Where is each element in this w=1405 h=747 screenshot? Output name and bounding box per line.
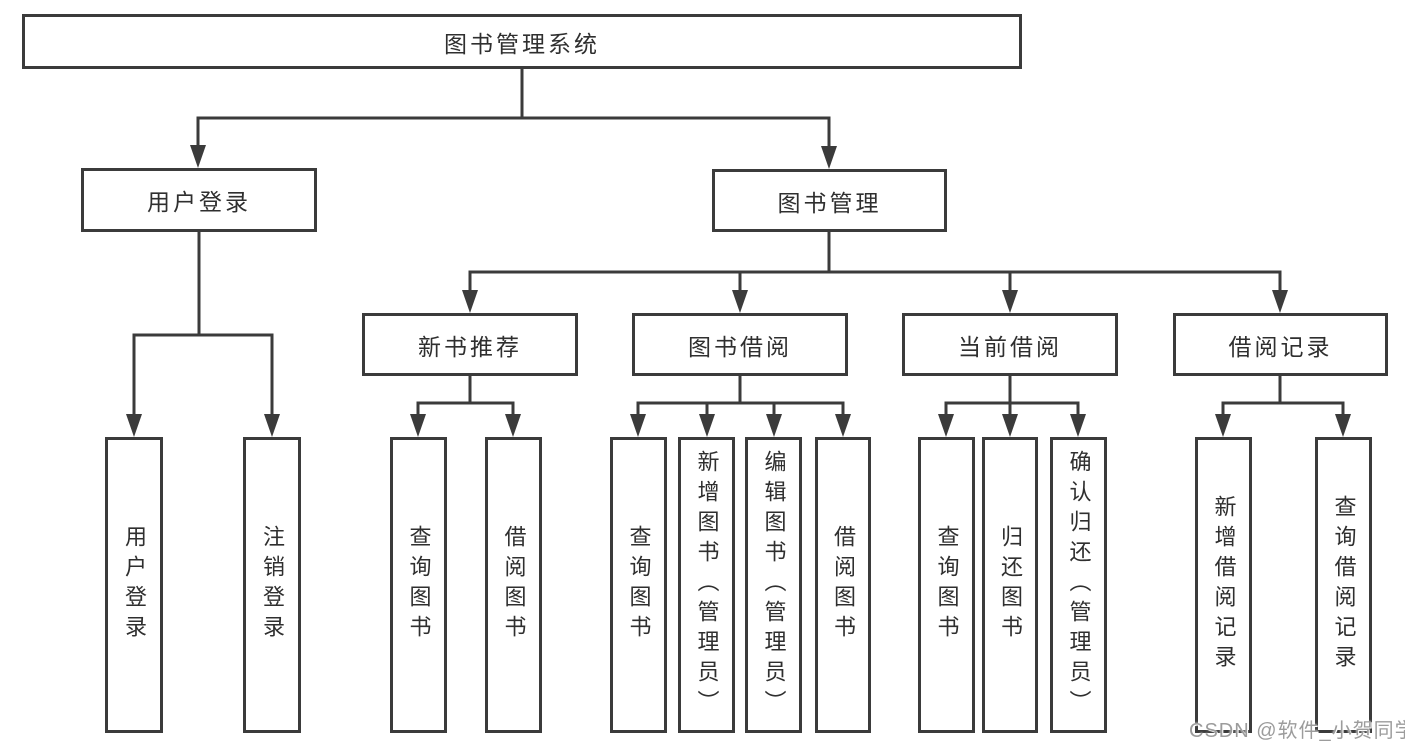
leaf-confirm-return-admin: 确认归还（管理员） <box>1050 437 1107 733</box>
leaf-add-book-admin: 新增图书（管理员） <box>678 437 735 733</box>
node-label: 当前借阅 <box>958 333 1062 360</box>
node-label: 编辑图书（管理员） <box>761 450 787 720</box>
node-label: 用户登录 <box>147 189 251 215</box>
node-label: 查询图书 <box>626 525 652 645</box>
node-label: 借阅图书 <box>831 525 856 645</box>
node-label: 图书管理 <box>777 189 882 216</box>
node-new-book-recommend: 新书推荐 <box>362 313 578 376</box>
leaf-query-books-borrowing: 查询图书 <box>610 437 667 733</box>
leaf-logout: 注销登录 <box>243 437 301 733</box>
node-current-borrowing: 当前借阅 <box>902 313 1118 376</box>
node-label: 借阅图书 <box>501 525 527 645</box>
node-borrowing-records: 借阅记录 <box>1173 313 1388 376</box>
leaf-borrow-books-borrowing: 借阅图书 <box>815 437 871 733</box>
node-label: 查询图书 <box>934 525 960 645</box>
leaf-query-books-recommend: 查询图书 <box>390 437 447 733</box>
node-book-management: 图书管理 <box>712 169 947 232</box>
leaf-query-books-current: 查询图书 <box>918 437 975 733</box>
node-label: 图书借阅 <box>688 333 792 360</box>
leaf-borrow-books-recommend: 借阅图书 <box>485 437 542 733</box>
leaf-edit-book-admin: 编辑图书（管理员） <box>745 437 802 733</box>
node-label: 查询借阅记录 <box>1331 495 1357 675</box>
node-label: 查询图书 <box>406 525 432 645</box>
leaf-add-borrow-record: 新增借阅记录 <box>1195 437 1252 733</box>
node-library-management-system: 图书管理系统 <box>22 14 1022 69</box>
node-label: 用户登录 <box>122 525 147 645</box>
node-label: 归还图书 <box>998 525 1023 645</box>
node-label: 新增借阅记录 <box>1211 495 1237 675</box>
node-book-borrowing: 图书借阅 <box>632 313 848 376</box>
leaf-query-borrow-record: 查询借阅记录 <box>1315 437 1372 733</box>
csdn-watermark: CSDN @软件_小贺同学 <box>1189 720 1405 742</box>
node-label: 新增图书（管理员） <box>694 450 720 720</box>
node-label: 图书管理系统 <box>444 30 600 57</box>
node-user-login: 用户登录 <box>81 168 317 232</box>
leaf-user-login: 用户登录 <box>105 437 163 733</box>
node-label: 借阅记录 <box>1228 333 1333 360</box>
node-label: 确认归还（管理员） <box>1066 450 1092 720</box>
leaf-return-book: 归还图书 <box>982 437 1038 733</box>
node-label: 新书推荐 <box>418 333 522 360</box>
node-label: 注销登录 <box>260 525 285 645</box>
